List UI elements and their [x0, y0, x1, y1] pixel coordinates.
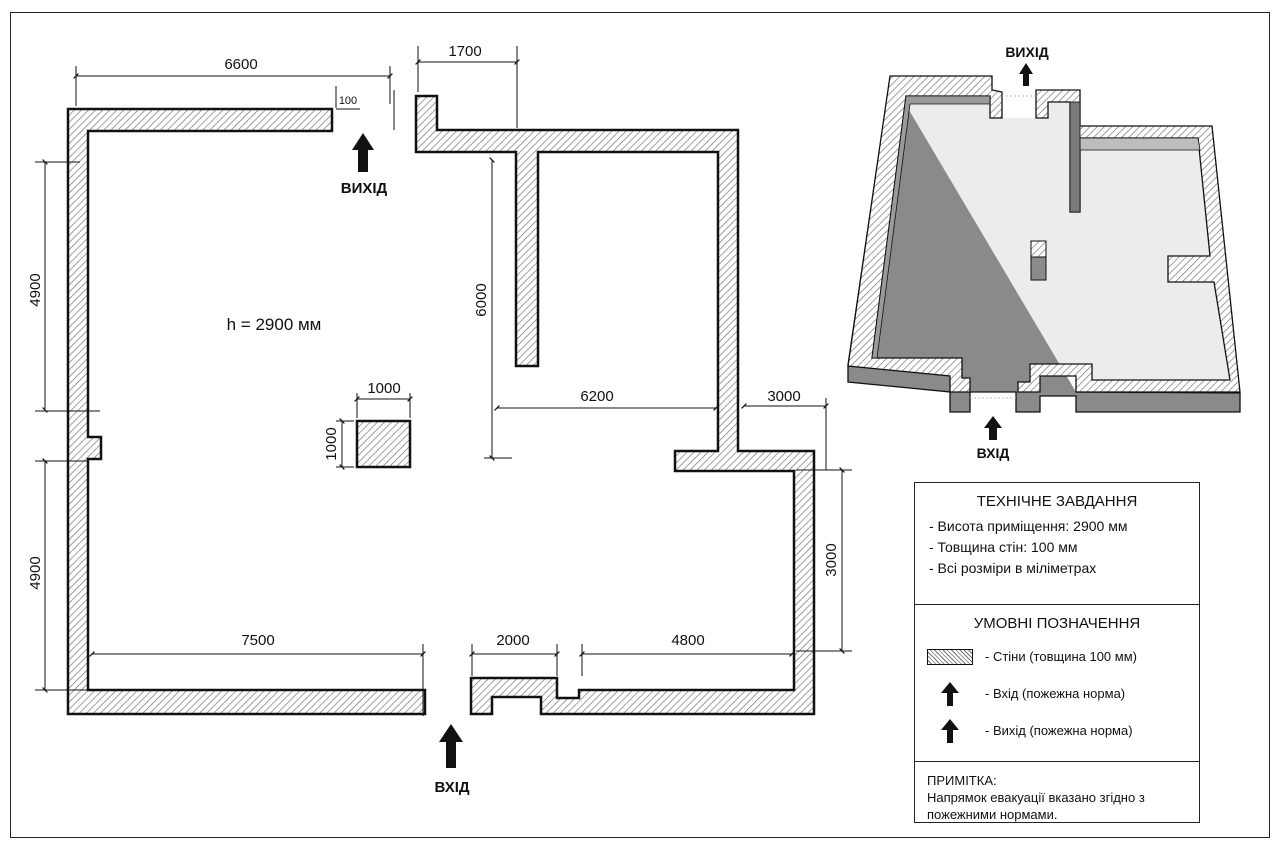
- note-text: Напрямок евакуації вказано згідно з поже…: [927, 790, 1145, 822]
- dim-bottom-door: 2000: [496, 632, 529, 649]
- up-arrow-icon: [984, 416, 1002, 440]
- wall-right-outer: [414, 94, 816, 716]
- legend-text: - Стіни (товщина 100 мм): [985, 649, 1137, 664]
- up-arrow-icon: [941, 718, 959, 743]
- isometric-view: ВИХІД ВХІД: [847, 44, 1241, 461]
- iso-wall-outer-side: [847, 77, 1241, 413]
- iso-exit-label: ВИХІД: [1005, 44, 1048, 60]
- legend-item: - Вхід (пожежна норма): [915, 675, 1199, 712]
- dim-top-right-length: 1700: [448, 43, 481, 60]
- column: [355, 419, 412, 469]
- spec-line: - Всі розміри в міліметрах: [929, 560, 1097, 576]
- legend-text: - Вхід (пожежна норма): [985, 686, 1126, 701]
- spec-title: ТЕХНІЧНЕ ЗАВДАННЯ: [976, 493, 1138, 510]
- up-arrow-icon: [1019, 63, 1033, 86]
- iso-inner-face-partition: [1079, 137, 1201, 151]
- legend-item: - Вихід (пожежна норма): [915, 712, 1199, 749]
- iso-entrance-label: ВХІД: [977, 445, 1010, 461]
- dim-top-left-length: 6600: [224, 56, 257, 73]
- spec-line: - Висота приміщення: 2900 мм: [929, 518, 1128, 534]
- plan-exit-label: ВИХІД: [341, 180, 388, 197]
- dim-column-width: 1000: [367, 380, 400, 397]
- note-title: ПРИМІТКА:: [927, 773, 997, 788]
- wall-left-outer: [66, 107, 427, 716]
- height-note: h = 2900 мм: [227, 315, 322, 334]
- dimension-lines: [35, 46, 852, 716]
- dim-left-upper: 4900: [27, 273, 44, 306]
- note-section: ПРИМІТКА: Напрямок евакуації вказано згі…: [915, 772, 1199, 823]
- legend-item: - Стіни (товщина 100 мм): [915, 638, 1199, 675]
- up-arrow-icon: [941, 681, 959, 706]
- plan-walls: [66, 94, 816, 716]
- hatched-wall-swatch: [927, 648, 973, 665]
- dim-left-lower: 4900: [27, 556, 44, 589]
- dim-right-step-height: 3000: [823, 543, 840, 576]
- spec-box: ТЕХНІЧНЕ ЗАВДАННЯ - Висота приміщення: 2…: [914, 482, 1200, 823]
- dimension-texts: 6600 100 1700 4900 4900 1000 1000 6000 6…: [27, 43, 840, 649]
- dim-inner-width: 6200: [580, 388, 613, 405]
- plan-entrance-marker: ВХІД: [434, 724, 470, 796]
- iso-pillar-top: [1030, 240, 1047, 258]
- dim-top-gap: 100: [339, 95, 357, 107]
- dim-bottom-right: 4800: [671, 632, 704, 649]
- drawing-frame: [10, 12, 1270, 838]
- dim-column-height: 1000: [323, 427, 340, 460]
- spec-section: ТЕХНІЧНЕ ЗАВДАННЯ - Висота приміщення: 2…: [915, 493, 1199, 605]
- legend-title: УМОВНІ ПОЗНАЧЕННЯ: [973, 615, 1141, 632]
- dim-right-step-width: 3000: [767, 388, 800, 405]
- plan-entrance-label: ВХІД: [434, 779, 469, 796]
- dim-partition-height: 6000: [473, 283, 490, 316]
- up-arrow-icon: [352, 133, 374, 172]
- spec-line: - Товщина стін: 100 мм: [929, 539, 1078, 555]
- plan-exit-marker: ВИХІД: [341, 133, 388, 197]
- iso-inner-face-left: [871, 95, 991, 359]
- dim-bottom-left: 7500: [241, 632, 274, 649]
- up-arrow-icon: [439, 724, 463, 768]
- legend-text: - Вихід (пожежна норма): [985, 723, 1133, 738]
- iso-pillar-side: [1030, 256, 1047, 281]
- legend-section: УМОВНІ ПОЗНАЧЕННЯ - Стіни (товщина 100 м…: [915, 615, 1199, 762]
- iso-partition-side: [1069, 101, 1081, 213]
